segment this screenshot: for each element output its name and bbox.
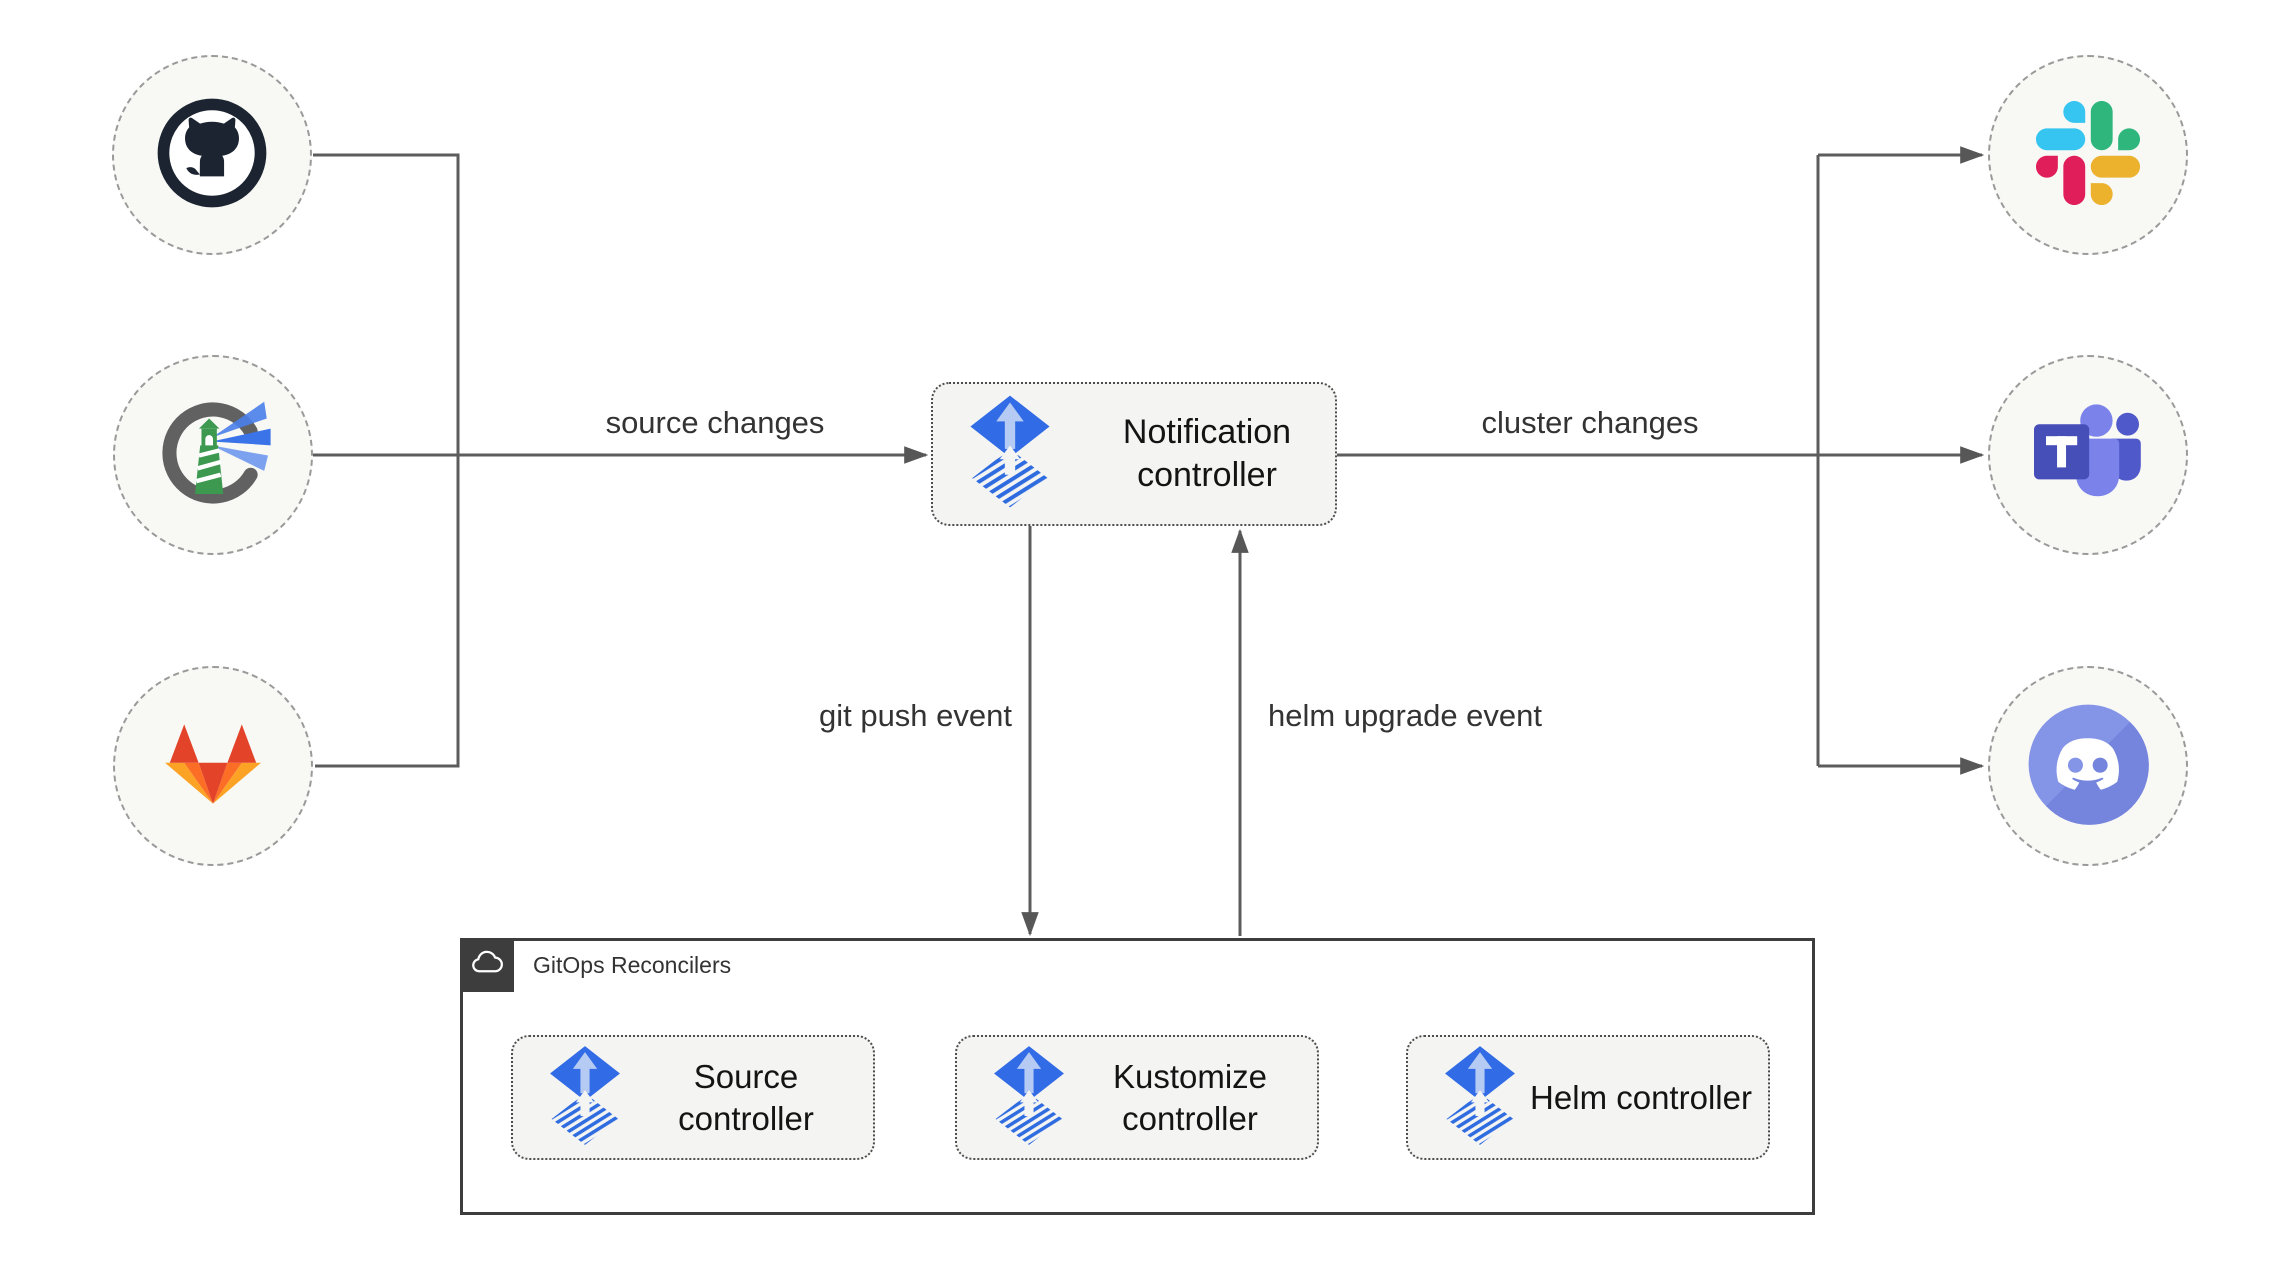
notifier-discord-node: [1988, 666, 2188, 866]
discord-icon: [2022, 698, 2154, 835]
helm-controller-node: Helm controller: [1406, 1035, 1770, 1160]
notification-controller-label: Notification controller: [1122, 413, 1292, 494]
harbor-icon: [149, 389, 277, 522]
gitops-reconcilers-group: GitOps Reconcilers Source controller: [460, 938, 1815, 1215]
slack-icon: [2036, 100, 2140, 210]
helm-upgrade-event-label: helm upgrade event: [1268, 698, 1543, 733]
cloud-icon: [469, 945, 505, 986]
github-icon: [156, 97, 268, 214]
source-github-node: [112, 55, 312, 255]
helm-controller-label: Helm controller: [1530, 1078, 1752, 1116]
source-harbor-node: [113, 355, 313, 555]
edge-sources-trunk: [313, 153, 460, 768]
flux-icon: [991, 1045, 1067, 1150]
notifier-teams-node: [1988, 355, 2188, 555]
flux-icon: [1442, 1045, 1518, 1150]
kustomize-controller-label: Kustomize controller: [1112, 1057, 1268, 1137]
microsoft-teams-icon: [2028, 393, 2148, 518]
gitops-reconcilers-label: GitOps Reconcilers: [533, 951, 732, 978]
git-push-event-label: git push event: [818, 698, 1012, 733]
flux-icon: [547, 1045, 623, 1150]
flux-icon: [967, 395, 1053, 513]
source-controller-label: Source controller: [678, 1057, 814, 1137]
source-controller-node: Source controller: [511, 1035, 875, 1160]
source-gitlab-node: [113, 666, 313, 866]
gitlab-icon: [153, 710, 273, 823]
group-header-square: [460, 938, 514, 992]
cluster-changes-label: cluster changes: [1481, 405, 1699, 440]
source-changes-label: source changes: [605, 405, 825, 440]
notification-controller-node: Notification controller: [931, 382, 1337, 526]
kustomize-controller-node: Kustomize controller: [955, 1035, 1319, 1160]
notifier-slack-node: [1988, 55, 2188, 255]
